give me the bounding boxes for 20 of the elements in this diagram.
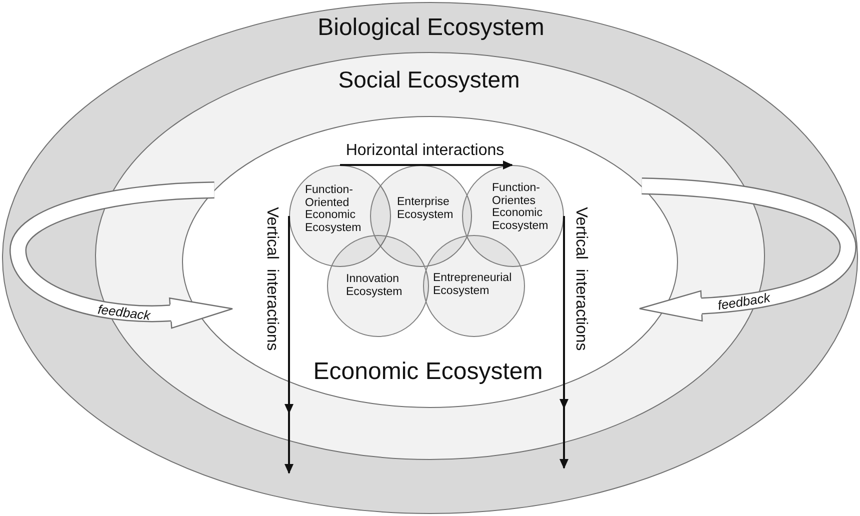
edge-label: Horizontal interactions (346, 142, 504, 160)
ecosystem-label: Function-Orientes Economic Ecosystem (492, 182, 548, 233)
arrow (560, 216, 568, 469)
arrow (340, 160, 513, 170)
ecosystem-label: Economic Ecosystem (313, 358, 543, 386)
edge-label: Vertical interactions (572, 207, 590, 351)
ecosystem-label: Entrepreneurial Ecosystem (433, 272, 512, 298)
ecosystem-circle (327, 235, 429, 337)
ecosystem-label: Innovation Ecosystem (346, 273, 402, 298)
ecosystem-ellipse (182, 116, 678, 408)
ecosystem-label: Enterprise Ecosystem (397, 196, 454, 222)
edge-label: feedback (96, 302, 152, 324)
ecosystem-label: Function-Oriented Economic Ecosystem (305, 184, 362, 235)
ecosystem-label: Social Ecosystem (338, 67, 520, 93)
arrow (284, 216, 294, 474)
ecosystem-circle (423, 235, 525, 337)
edge-label: feedback (716, 290, 772, 314)
ecosystem-circle (462, 165, 564, 267)
edge-label: Vertical interactions (263, 207, 281, 351)
ecosystem-label: Biological Ecosystem (318, 14, 544, 42)
